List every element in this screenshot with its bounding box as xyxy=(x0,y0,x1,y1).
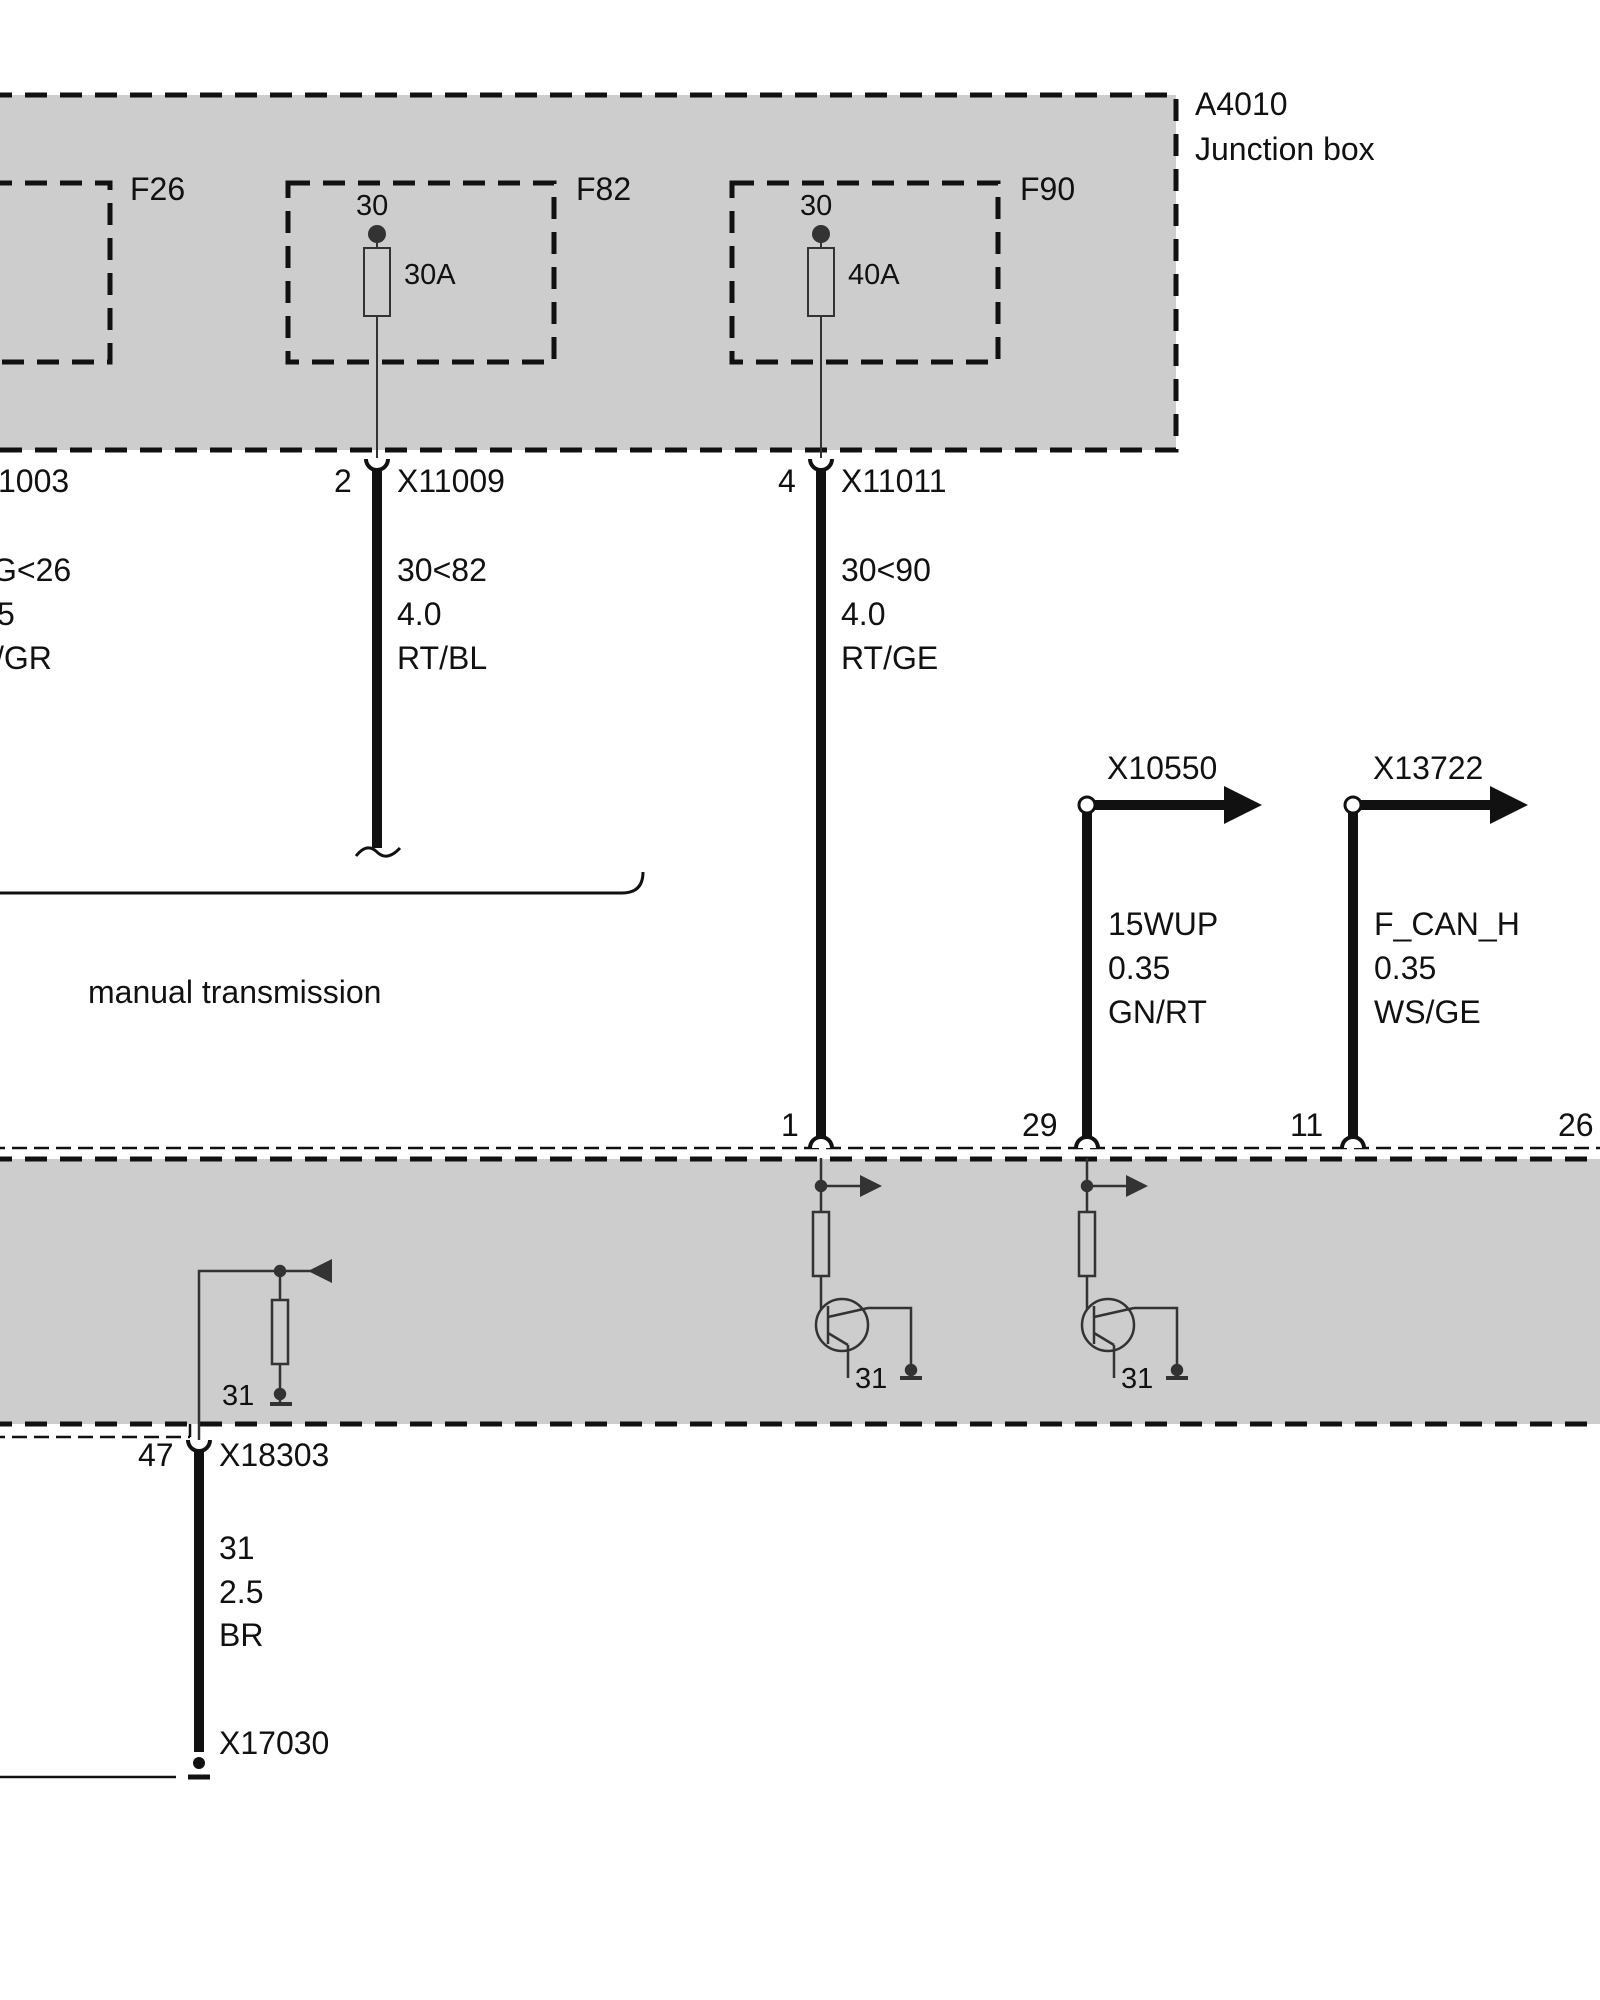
fuse-f26-frame xyxy=(0,180,113,365)
wire-function: 31 xyxy=(219,1530,255,1566)
pin-socket xyxy=(186,1439,212,1453)
option-bracket-line xyxy=(0,871,645,895)
signal-x13722: X13722 F_CAN_H 0.35 WS/GE xyxy=(1343,750,1528,1138)
fuse-f82-rating: 30A xyxy=(404,259,456,291)
wire-size: 2.5 xyxy=(219,1574,263,1610)
resistor-symbol xyxy=(811,1210,831,1278)
wire-function: F_CAN_H xyxy=(1374,906,1520,942)
ground-point-label: X17030 xyxy=(219,1725,329,1761)
ground-dot xyxy=(273,1387,287,1401)
fuse-f90-frame xyxy=(729,180,1001,365)
arrow-left-icon xyxy=(308,1259,332,1283)
wire-size: 5 xyxy=(0,596,15,632)
wire-color: /GR xyxy=(0,640,52,676)
transistor-symbol xyxy=(1080,1297,1136,1353)
fuse-f90-element xyxy=(807,247,835,317)
option-note: manual transmission xyxy=(88,974,381,1010)
wire-x11011: 4 X11011 30<90 4.0 RT/GE xyxy=(778,458,947,1138)
pin-number: 47 xyxy=(138,1437,174,1473)
junction-box: A4010 Junction box xyxy=(0,86,1375,453)
arrow-right-icon xyxy=(1126,1175,1148,1197)
wire-size: 4.0 xyxy=(397,596,441,632)
pin-number: 11 xyxy=(1290,1107,1323,1143)
arrow-right-icon xyxy=(860,1175,882,1197)
transistor-stage-pin29 xyxy=(1077,1158,1188,1380)
pin-number: 1 xyxy=(781,1107,799,1143)
wire-x11009: 2 X11009 30<82 4.0 RT/BL xyxy=(334,458,505,858)
ground-point-dot xyxy=(193,1757,205,1769)
ground-label: 31 xyxy=(222,1380,254,1412)
fuse-f90-rating: 40A xyxy=(848,259,900,291)
connector-label: X10550 xyxy=(1107,750,1217,786)
junction-dot xyxy=(1077,795,1097,815)
pin-socket xyxy=(808,458,834,472)
junction-box-body xyxy=(0,92,1179,453)
wire-size: 0.35 xyxy=(1374,950,1436,986)
ground-dot xyxy=(904,1363,918,1377)
fuse-f90-terminal: 30 xyxy=(800,190,832,222)
wire-color: BR xyxy=(219,1617,263,1653)
transistor-lead xyxy=(1134,1306,1179,1370)
fuse-f90-label: F90 xyxy=(1020,171,1075,207)
resistor-symbol xyxy=(270,1298,290,1366)
fuse-f82-element xyxy=(363,247,391,317)
wire-function: 30<90 xyxy=(841,552,931,588)
wire-size: 4.0 xyxy=(841,596,885,632)
pin-socket xyxy=(364,458,390,472)
arrow-right-icon xyxy=(1490,786,1528,824)
wire-color: GN/RT xyxy=(1108,994,1207,1030)
wire-function: 30<82 xyxy=(397,552,487,588)
connector-label: X11009 xyxy=(397,463,505,499)
pin-number: 26 xyxy=(1558,1107,1594,1143)
pin-socket xyxy=(808,1135,834,1149)
resistor-symbol xyxy=(1077,1210,1097,1278)
transistor-emitter xyxy=(827,1331,849,1347)
wire-function: G<26 xyxy=(0,552,71,588)
connector-label: X18303 xyxy=(219,1437,329,1473)
fuse-f26-label: F26 xyxy=(130,171,185,207)
connector-label: X11011 xyxy=(841,463,947,499)
wire-color: RT/GE xyxy=(841,640,938,676)
connector-label: X13722 xyxy=(1373,750,1483,786)
signal-x10550: X10550 15WUP 0.35 GN/RT xyxy=(1077,750,1262,1138)
fuse-f82-label: F82 xyxy=(576,171,631,207)
ground-wire: 47 X18303 31 2.5 BR X17030 xyxy=(0,1437,329,1780)
pin-socket xyxy=(1074,1135,1100,1149)
wire-left-partial: 1003 G<26 5 /GR xyxy=(0,463,71,676)
fuse-f82-terminal: 30 xyxy=(356,190,388,222)
junction-dot xyxy=(1343,795,1363,815)
option-bracket: manual transmission xyxy=(0,871,645,1010)
transistor-collector xyxy=(827,1306,869,1319)
transistor-lead xyxy=(868,1306,913,1370)
connector-label: 1003 xyxy=(0,463,69,499)
pin-number: 4 xyxy=(778,463,796,499)
wire-function: 15WUP xyxy=(1108,906,1218,942)
pin-number: 2 xyxy=(334,463,352,499)
wire-color: WS/GE xyxy=(1374,994,1481,1030)
transistor-collector xyxy=(1093,1306,1135,1319)
ground-sense-stage xyxy=(197,1259,332,1440)
fuse-f26: F26 xyxy=(0,171,185,365)
control-unit-pins: 1 29 11 26 xyxy=(781,1107,1594,1149)
transistor-emitter xyxy=(1093,1331,1115,1347)
pin-number: 29 xyxy=(1022,1107,1058,1143)
junction-box-name: Junction box xyxy=(1195,131,1375,167)
pin-socket xyxy=(1340,1135,1366,1149)
transistor-stage-pin1 xyxy=(811,1158,922,1380)
ground-dot xyxy=(1170,1363,1184,1377)
junction-box-id: A4010 xyxy=(1195,86,1288,122)
ground-label: 31 xyxy=(855,1363,887,1395)
wire-size: 0.35 xyxy=(1108,950,1170,986)
fuse-f82: F82 30 30A xyxy=(285,171,631,458)
fuse-f90: F90 30 40A xyxy=(729,171,1075,458)
ground-label: 31 xyxy=(1121,1363,1153,1395)
arrow-right-icon xyxy=(1224,786,1262,824)
transistor-symbol xyxy=(814,1297,870,1353)
control-unit-body xyxy=(0,1159,1600,1424)
wire-break-icon xyxy=(354,846,402,858)
wire-color: RT/BL xyxy=(397,640,487,676)
fuse-f82-frame xyxy=(285,180,557,365)
